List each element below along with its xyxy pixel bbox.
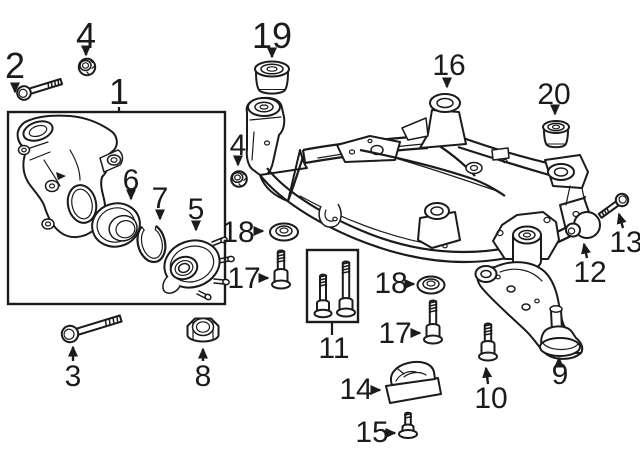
callout-4a-label: 4: [76, 15, 96, 56]
snap-ring-illustration: [136, 225, 167, 264]
nut-4b-illustration: [230, 170, 248, 188]
steering-knuckle-illustration: [16, 114, 124, 238]
callout-18a-label: 18: [221, 216, 254, 249]
washer-18a-illustration: [269, 222, 299, 242]
callout-5-label: 5: [188, 193, 205, 226]
callout-15-label: 15: [355, 416, 388, 449]
wheel-hub-illustration: [162, 236, 235, 301]
callout-7-label: 7: [152, 182, 169, 215]
callout-14-label: 14: [339, 373, 372, 406]
bolt-17b-illustration: [423, 299, 443, 345]
bolt-3-illustration: [60, 314, 123, 344]
callout-1: 1: [109, 71, 129, 112]
callout-1-label: 1: [109, 71, 129, 112]
callout-19-label: 19: [252, 15, 292, 56]
callout-12-arrow: [581, 242, 591, 259]
callout-12: 12: [573, 242, 607, 289]
bushing-19-illustration: [254, 60, 290, 95]
callout-17a-label: 17: [227, 262, 260, 295]
callout-14: 14: [339, 373, 382, 406]
callout-17b: 17: [378, 317, 422, 350]
callout-16-label: 16: [432, 49, 465, 82]
bushing-12-illustration: [565, 211, 601, 239]
callout-2-label: 2: [5, 45, 25, 86]
callout-10-arrow: [482, 366, 493, 385]
callout-4a: 4: [76, 15, 96, 57]
callout-18b-label: 18: [374, 267, 407, 300]
bolt-11-right-illustration: [336, 260, 356, 318]
callout-5: 5: [188, 193, 205, 232]
bolt-set-11-box: [305, 248, 360, 324]
callout-13-label: 13: [609, 226, 640, 259]
callout-11-label: 11: [318, 332, 349, 365]
callout-3-label: 3: [65, 360, 82, 393]
knuckle-assembly-box: [6, 110, 235, 306]
callout-2: 2: [5, 45, 25, 94]
callout-3: 3: [65, 345, 82, 393]
callout-9: 9: [552, 356, 569, 391]
callout-9-label: 9: [552, 358, 569, 391]
callout-10-label: 10: [474, 382, 507, 415]
callout-19: 19: [252, 15, 292, 59]
bolt-17a-illustration: [271, 249, 291, 290]
nut-4a-illustration: [77, 57, 97, 77]
callout-20-label: 20: [537, 78, 570, 111]
callout-7: 7: [152, 182, 169, 221]
bracket-14-illustration: [385, 360, 442, 404]
bolt-2-illustration: [16, 78, 64, 101]
callout-10: 10: [474, 366, 508, 415]
callout-6: 6: [123, 164, 140, 201]
callout-4b: 4: [230, 129, 247, 167]
bolt-13-illustration: [597, 192, 630, 219]
callout-17b-label: 17: [378, 317, 411, 350]
bolt-10-illustration: [478, 322, 498, 362]
bolt-15-illustration: [398, 411, 418, 439]
callouts: 2 4 1 19 16 20 4 18: [5, 15, 640, 449]
callout-8-label: 8: [195, 360, 212, 393]
washer-18b-illustration: [416, 275, 446, 295]
callout-8: 8: [195, 347, 212, 393]
callout-20: 20: [537, 78, 571, 116]
lower-control-arm-illustration: [474, 211, 584, 360]
callout-11: 11: [318, 322, 350, 365]
subframe-crossmember-illustration: [245, 93, 591, 264]
bushing-20-illustration: [542, 120, 570, 149]
nut-8-illustration: [186, 317, 220, 343]
wheel-bearing-illustration: [91, 202, 141, 248]
callout-16: 16: [432, 49, 466, 89]
callout-13: 13: [609, 212, 640, 259]
callout-18a: 18: [221, 216, 265, 249]
callout-18b: 18: [374, 267, 416, 300]
ball-joint-illustration: [539, 305, 584, 357]
callout-4b-label: 4: [230, 129, 247, 162]
callout-13-arrow: [616, 212, 627, 229]
callout-6-label: 6: [123, 164, 140, 197]
callout-15: 15: [355, 416, 397, 449]
bolt-11-left-illustration: [313, 273, 333, 319]
callout-17a: 17: [227, 262, 270, 295]
callout-12-label: 12: [573, 256, 606, 289]
